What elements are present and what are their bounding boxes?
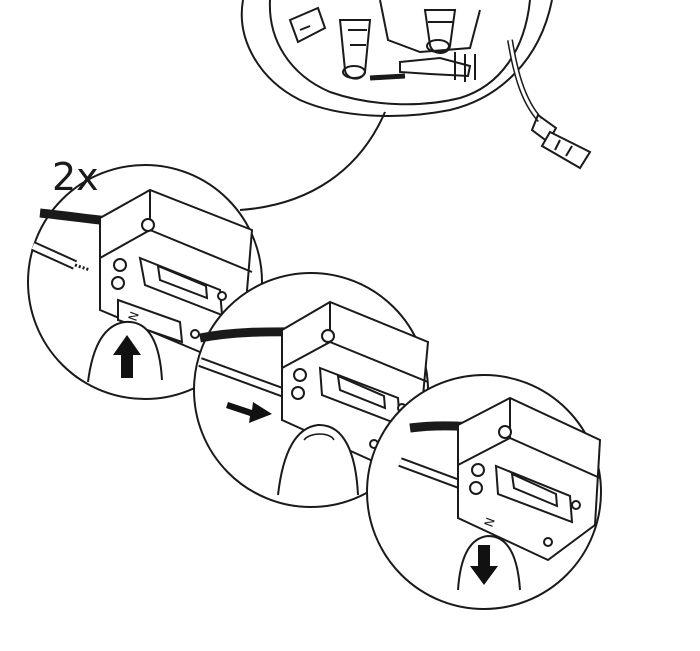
panel-release-lever: [367, 375, 601, 609]
finger: [278, 425, 358, 495]
quantity-label: 2x: [52, 155, 99, 199]
bare-wire-end: [75, 265, 90, 270]
terminal-block: [100, 190, 252, 352]
socket-left: [340, 20, 370, 79]
arrow-up-icon: [113, 335, 141, 378]
socket-right: [425, 10, 455, 53]
arrow-right-icon: [226, 402, 272, 423]
terminal-block: [458, 398, 600, 560]
lamp-canopy: [240, 0, 590, 210]
callout-leader: [240, 112, 385, 210]
arrow-down-icon: [470, 545, 498, 585]
power-cable-connector: [510, 40, 590, 168]
